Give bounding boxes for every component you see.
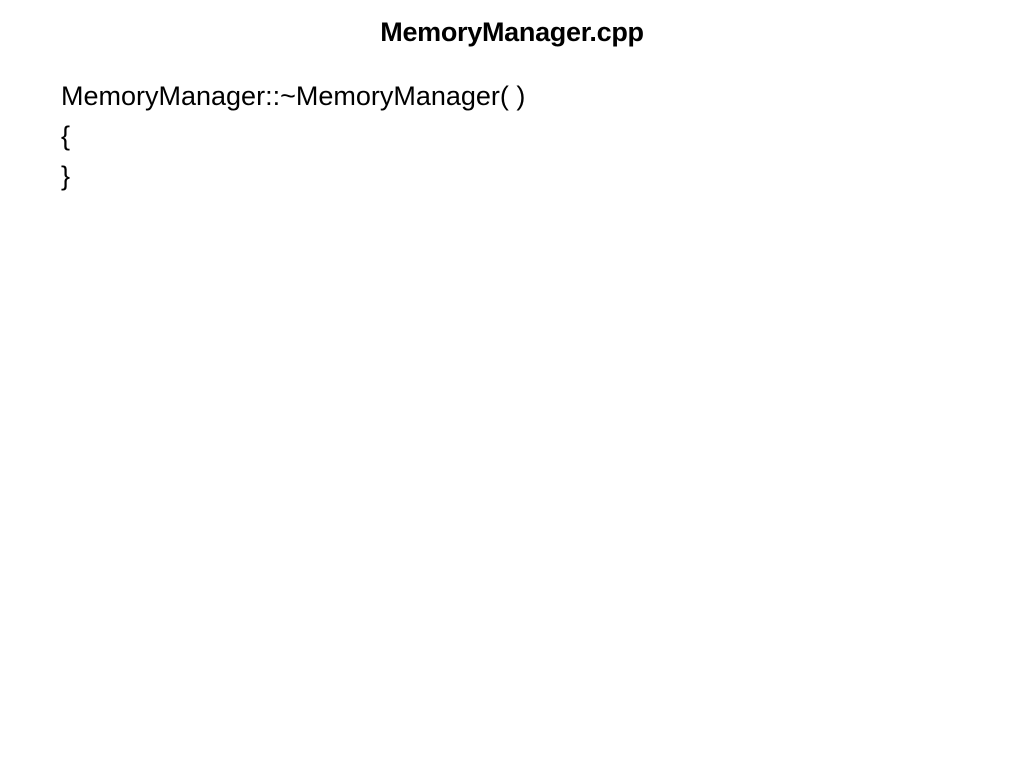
code-line-destructor-signature: MemoryManager::~MemoryManager( ) — [61, 81, 526, 111]
code-block: MemoryManager::~MemoryManager( ) { } — [61, 76, 984, 196]
code-line-close-brace: } — [61, 161, 71, 191]
code-line-open-brace: { — [61, 121, 71, 151]
slide-title: MemoryManager.cpp — [380, 17, 644, 47]
